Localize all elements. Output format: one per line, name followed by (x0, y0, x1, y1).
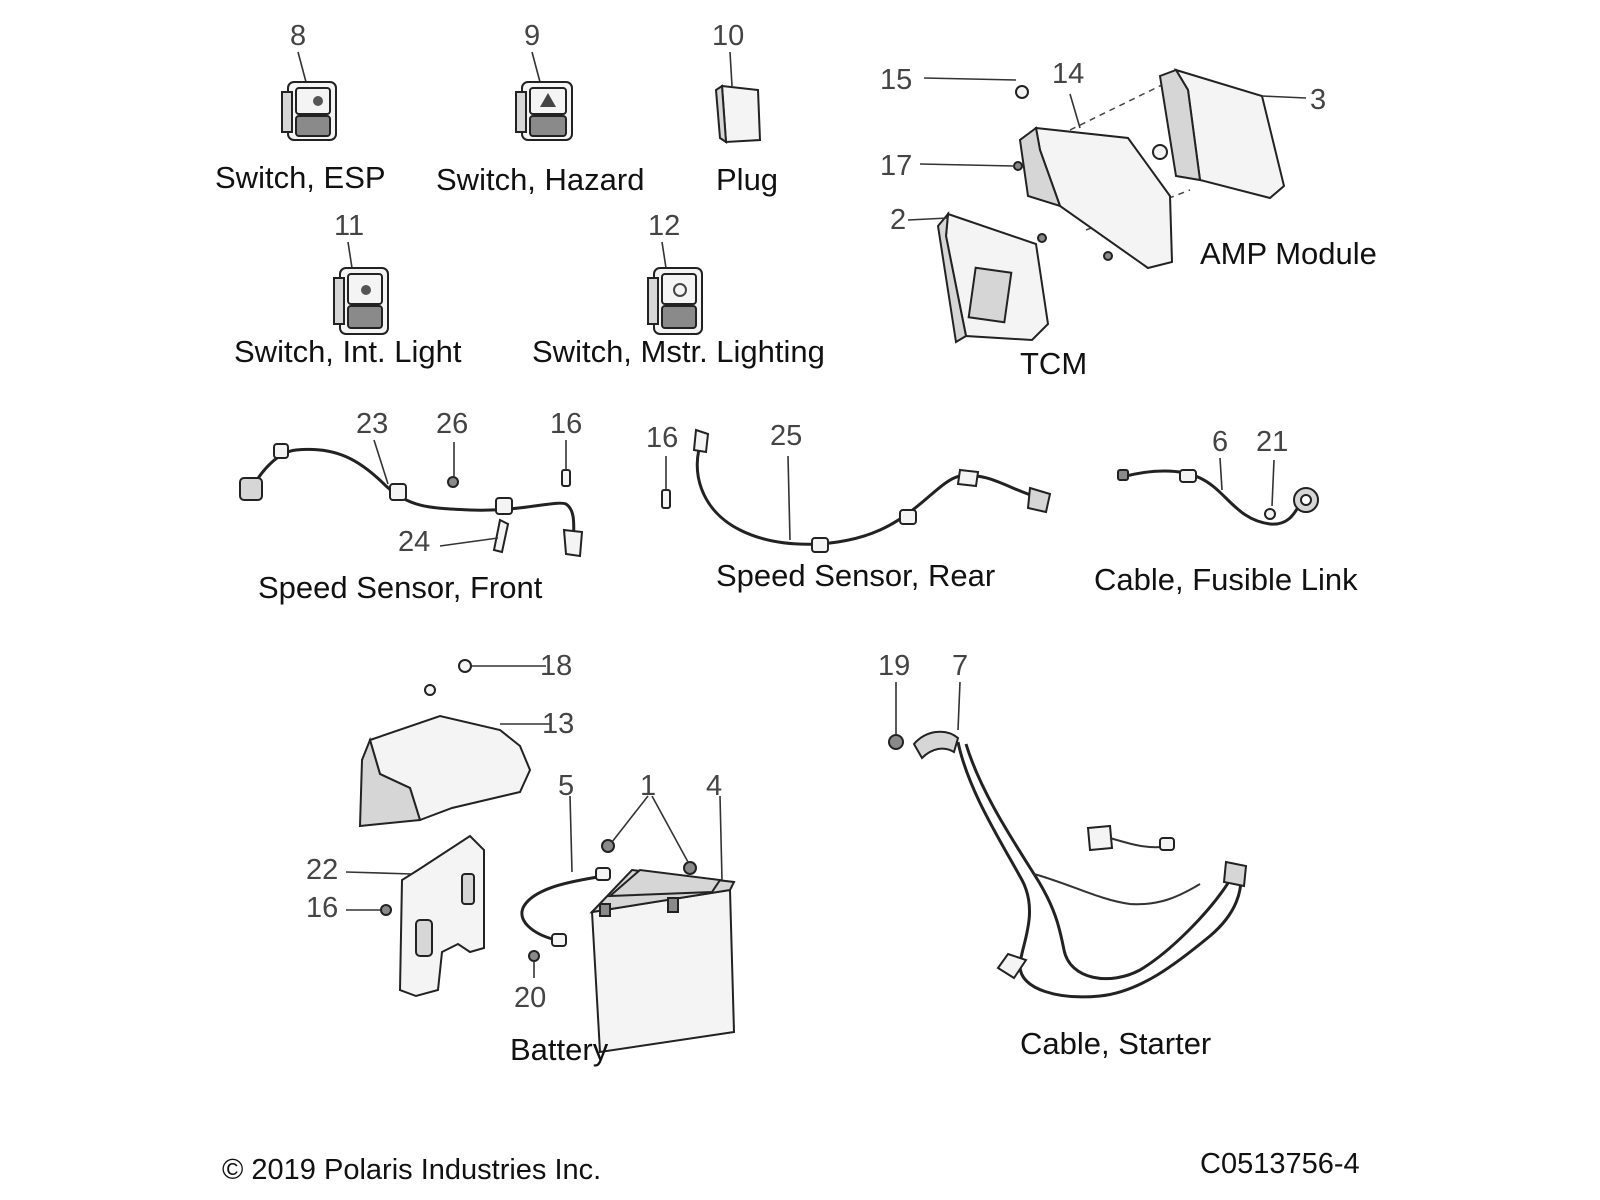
group-label-amp-module: AMP Module (1200, 236, 1377, 271)
callout-15: 15 (880, 64, 913, 96)
callout-16-front: 16 (550, 408, 583, 440)
callout-24: 24 (398, 526, 431, 558)
callout-3: 3 (1310, 84, 1327, 116)
speed-sensor-front-part (239, 439, 584, 558)
group-label-cable-starter: Cable, Starter (1020, 1026, 1212, 1061)
callout-22: 22 (306, 854, 339, 886)
callout-11: 11 (334, 210, 365, 242)
callout-14: 14 (1052, 58, 1085, 90)
callout-23: 23 (356, 408, 389, 440)
switch-mstr-lighting-part (647, 241, 703, 335)
amp-module-part (1069, 68, 1307, 231)
callout-6: 6 (1212, 426, 1229, 458)
group-label-plug: Plug (716, 162, 779, 197)
battery-cover-part (358, 659, 550, 828)
callout-2: 2 (890, 204, 907, 236)
battery-cable-part (520, 795, 697, 978)
callout-5: 5 (558, 770, 575, 802)
callout-21: 21 (1256, 426, 1289, 458)
callout-8: 8 (290, 20, 307, 52)
cable-starter-part (888, 681, 1248, 999)
group-label-cable-fusible-link: Cable, Fusible Link (1094, 562, 1358, 597)
tcm-part (907, 210, 1050, 344)
callout-13: 13 (542, 708, 575, 740)
callout-16-bracket: 16 (306, 892, 339, 924)
switch-hazard-part (515, 51, 573, 141)
copyright-text: © 2019 Polaris Industries Inc. (222, 1154, 602, 1186)
group-label-speed-sensor-front: Speed Sensor, Front (258, 570, 543, 605)
group-label-switch-hazard: Switch, Hazard (436, 162, 645, 197)
group-label-battery: Battery (510, 1032, 609, 1067)
group-label-switch-esp: Switch, ESP (215, 160, 386, 195)
callout-26: 26 (436, 408, 469, 440)
callout-10: 10 (712, 20, 745, 52)
group-label-tcm: TCM (1020, 346, 1088, 381)
callout-25: 25 (770, 420, 803, 452)
battery-part (589, 795, 736, 1054)
plug-part (714, 51, 762, 144)
switch-esp-part (281, 51, 337, 141)
callout-17: 17 (880, 150, 913, 182)
group-label-speed-sensor-rear: Speed Sensor, Rear (716, 558, 996, 593)
cable-fusible-link-part (1117, 457, 1319, 526)
callout-9: 9 (524, 20, 541, 52)
callout-18: 18 (540, 650, 573, 682)
group-label-switch-mstr-lighting: Switch, Mstr. Lighting (532, 334, 825, 369)
tcm-bracket-part (1018, 93, 1174, 270)
drawing-code: C0513756-4 (1200, 1148, 1360, 1180)
callout-16-rear: 16 (646, 422, 679, 454)
battery-bracket-part (345, 834, 485, 998)
group-label-switch-int-light: Switch, Int. Light (234, 334, 462, 369)
callout-7: 7 (952, 650, 969, 682)
fasteners-tcm (919, 77, 1113, 261)
switch-int-light-part (333, 241, 389, 335)
callout-12: 12 (648, 210, 681, 242)
callout-4: 4 (706, 770, 723, 802)
callout-19: 19 (878, 650, 911, 682)
speed-sensor-rear-part (661, 428, 1052, 553)
callout-1: 1 (640, 770, 657, 802)
callout-20: 20 (514, 982, 547, 1014)
